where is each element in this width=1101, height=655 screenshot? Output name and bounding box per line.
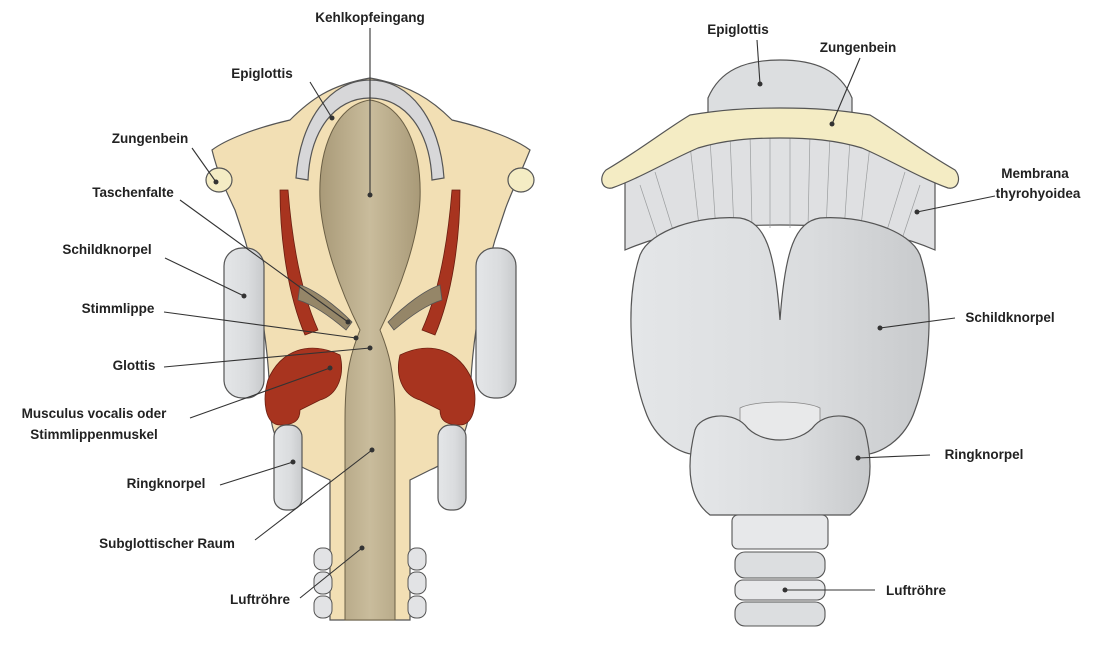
label-membrane-line2: thyrohyoidea — [996, 186, 1081, 201]
label-glottis: Glottis — [113, 358, 156, 373]
label-laryngeal-inlet: Kehlkopfeingang — [315, 10, 425, 25]
label-vestibular-fold: Taschenfalte — [92, 185, 174, 200]
sectional-view: Kehlkopfeingang Epiglottis Zungenbein Ta… — [22, 10, 534, 620]
external-view: Epiglottis Zungenbein Membrana thyrohyoi… — [602, 22, 1081, 626]
label-hyoid-right: Zungenbein — [820, 40, 897, 55]
tracheal-rings — [732, 515, 828, 626]
label-vocalis-line1: Musculus vocalis oder — [22, 406, 168, 421]
label-membrane-line1: Membrana — [1001, 166, 1069, 181]
cricoid-left — [274, 425, 302, 510]
label-epiglottis-left: Epiglottis — [231, 66, 293, 81]
label-trachea-left: Luftröhre — [230, 592, 290, 607]
cricoid-right — [438, 425, 466, 510]
label-cricoid-right: Ringknorpel — [945, 447, 1024, 462]
hyoid-left — [206, 168, 232, 192]
label-thyroid-left: Schildknorpel — [62, 242, 151, 257]
thyroid-plate-right — [476, 248, 516, 398]
label-thyroid-right: Schildknorpel — [965, 310, 1054, 325]
label-trachea-right: Luftröhre — [886, 583, 946, 598]
label-subglottic: Subglottischer Raum — [99, 536, 235, 551]
label-vocalis-line2: Stimmlippenmuskel — [30, 427, 158, 442]
label-epiglottis-right: Epiglottis — [707, 22, 769, 37]
hyoid-right — [508, 168, 534, 192]
label-vocal-fold: Stimmlippe — [82, 301, 155, 316]
label-hyoid-left: Zungenbein — [112, 131, 189, 146]
label-cricoid-left: Ringknorpel — [127, 476, 206, 491]
